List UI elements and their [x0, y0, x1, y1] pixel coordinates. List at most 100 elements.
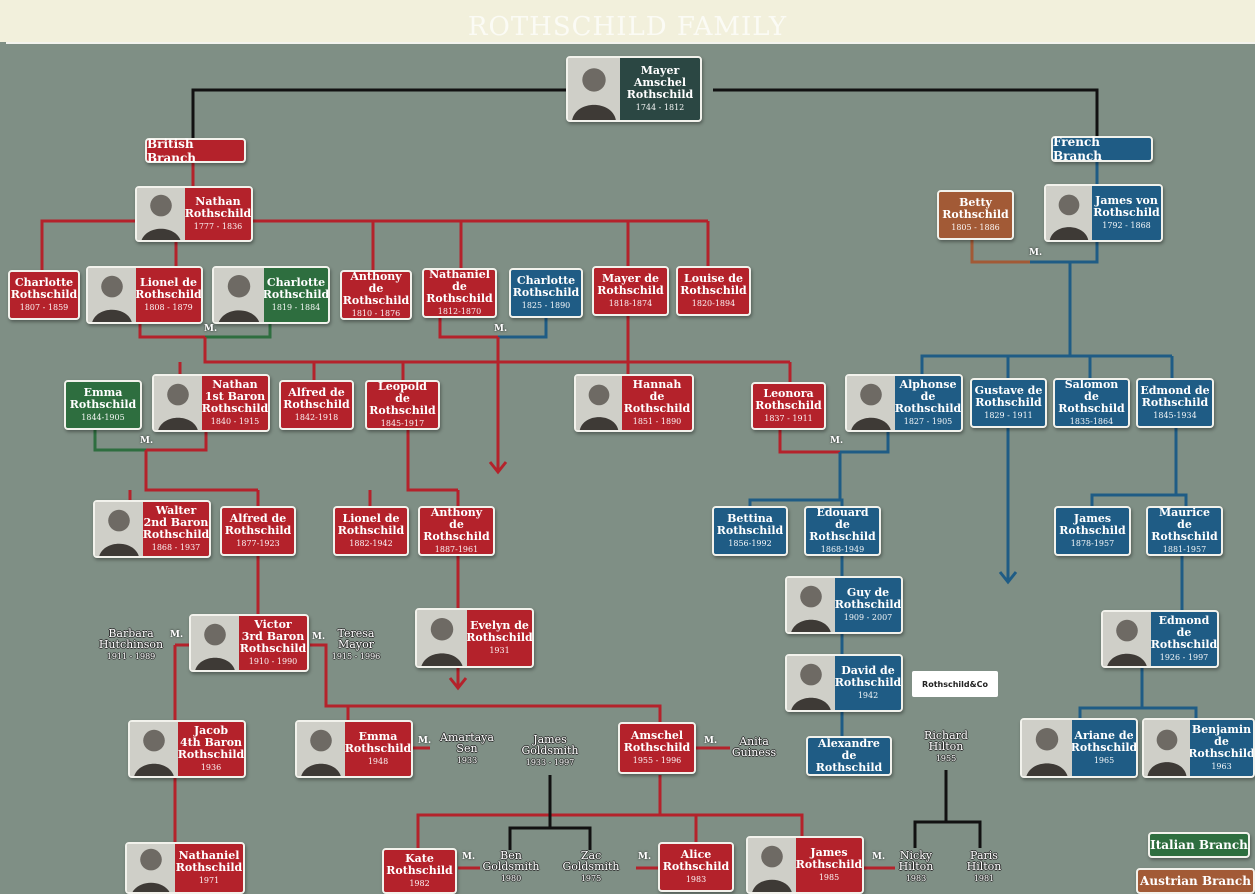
person-years: 1810 - 1876 [351, 309, 401, 318]
person-name: Jacob 4th Baron Rothschild [178, 724, 244, 761]
connector-lionel-charlotte [138, 322, 205, 339]
person-name: Edmond de Rothschild [1140, 384, 1210, 409]
portrait-image [568, 58, 620, 120]
connector-alphonse-leonora-red [778, 430, 840, 454]
person-name: Anthony de Rothschild [342, 272, 410, 307]
person-years: 1910 - 1990 [248, 657, 298, 666]
connector-james-children [920, 262, 1174, 380]
portrait-image [787, 656, 835, 710]
person-name: Nathan Rothschild [185, 195, 251, 220]
connector-hilton-children [913, 770, 982, 848]
portrait-image [1103, 612, 1151, 666]
person-years: 1931 [489, 646, 510, 655]
marriage-marker: M. [462, 852, 476, 862]
connector-root-british [191, 88, 566, 140]
marriage-marker: M. [494, 324, 508, 334]
person-years: 1777 - 1836 [193, 222, 243, 231]
person-years: 1812-1870 [437, 307, 482, 316]
person-name: Edouard de Rothschild [809, 508, 876, 543]
person-name: Amschel Rothschild [623, 729, 691, 754]
portrait-image [787, 578, 835, 632]
person-years: 1820-1894 [691, 299, 736, 308]
person-card-anthony[interactable]: Anthony de Rothschild 1810 - 1876 [340, 270, 412, 320]
person-name: Louise de Rothschild [680, 272, 747, 297]
person-card-nathan[interactable]: Nathan Rothschild 1777 - 1836 [135, 186, 253, 242]
portrait-image [95, 502, 143, 556]
connector-betty-james-blue [1030, 240, 1099, 264]
person-years: 1807 - 1859 [19, 303, 69, 312]
person-years: 1835-1864 [1069, 417, 1114, 426]
person-years: 1948 [367, 757, 389, 766]
person-card-alexandre[interactable]: Alexandre de Rothschild [806, 736, 892, 776]
portrait-image [214, 268, 264, 322]
marriage-marker: M. [872, 852, 886, 862]
person-name: Gustave de Rothschild [974, 384, 1043, 409]
person-card-gustave[interactable]: Gustave de Rothschild 1829 - 1911 [970, 378, 1047, 428]
portrait-image [127, 844, 175, 892]
connector-gustave-down [998, 428, 1018, 585]
person-years: 1963 [1211, 762, 1232, 771]
person-years: 1837 - 1911 [764, 414, 813, 423]
person-name: Evelyn de Rothschild [467, 619, 532, 644]
connector-lionel-charlotte-green [205, 322, 272, 339]
person-years: 1829 - 1911 [984, 411, 1033, 420]
marriage-marker: M. [140, 436, 154, 446]
person-card-evelyn[interactable]: Evelyn de Rothschild 1931 [415, 608, 534, 668]
connector-root-french [713, 88, 1099, 140]
connector-nathan-emma [93, 428, 146, 452]
person-card-louise[interactable]: Louise de Rothschild 1820-1894 [676, 266, 751, 316]
person-name: Alice Rothschild [662, 848, 730, 873]
portrait-image [847, 376, 895, 430]
marriage-marker: M. [638, 852, 652, 862]
person-name: Maurice de Rothschild [1151, 508, 1218, 543]
person-card-edouard[interactable]: Edouard de Rothschild 1868-1949 [804, 506, 881, 556]
connector-evelyn-down [448, 667, 468, 691]
connector-edmond-children [1090, 428, 1188, 508]
person-years: 1868-1949 [820, 545, 865, 554]
portrait-image [748, 838, 796, 892]
person-name: Alexandre de Rothschild [815, 738, 883, 774]
